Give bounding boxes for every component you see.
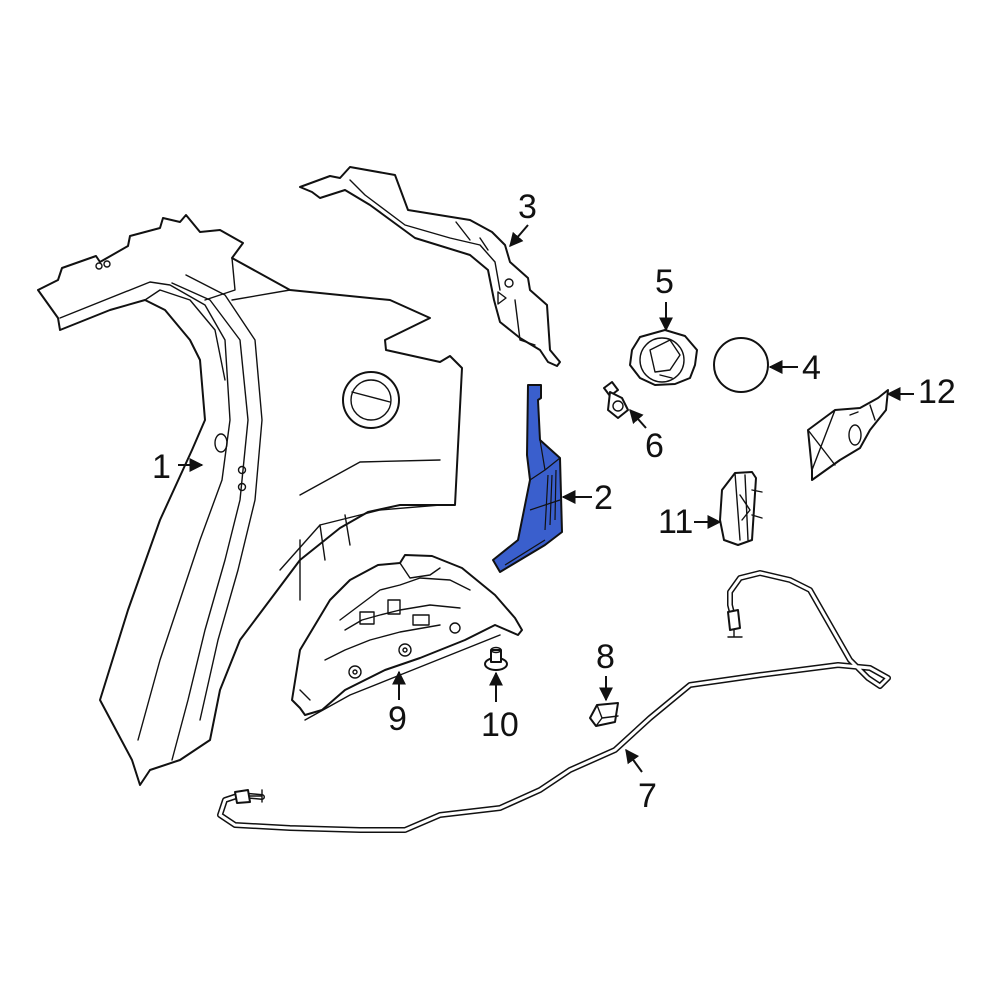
part-2-highlighted-bracket[interactable] xyxy=(492,384,563,573)
part-4-fuel-door[interactable] xyxy=(713,337,769,393)
part-5-fuel-door-housing[interactable] xyxy=(629,329,698,386)
callout-2: 2 xyxy=(594,479,613,517)
leader-3 xyxy=(509,224,529,248)
leader-7 xyxy=(625,748,643,773)
callout-10: 10 xyxy=(481,706,519,744)
callout-7: 7 xyxy=(638,777,657,815)
leader-lines xyxy=(178,224,914,773)
callout-11: 11 xyxy=(658,503,694,541)
part-11-actuator[interactable] xyxy=(719,471,763,546)
part-6-bolt[interactable] xyxy=(603,381,629,419)
callout-1: 1 xyxy=(152,448,171,486)
callout-9: 9 xyxy=(388,700,407,738)
part-10-clip[interactable] xyxy=(484,646,508,671)
part-12-lock-bracket[interactable] xyxy=(807,389,889,481)
callout-5: 5 xyxy=(655,263,674,301)
callout-6: 6 xyxy=(645,427,664,465)
callout-12: 12 xyxy=(918,373,956,411)
callout-4: 4 xyxy=(802,349,821,387)
part-3-upper-reinforcement[interactable] xyxy=(299,166,561,367)
leader-6 xyxy=(629,408,647,429)
part-1-quarter-panel[interactable] xyxy=(37,214,463,786)
part-9-wheelhouse-liner[interactable] xyxy=(291,554,523,721)
callout-3: 3 xyxy=(518,188,537,226)
callout-8: 8 xyxy=(596,638,615,676)
part-8-pad[interactable] xyxy=(589,702,619,727)
part-7-release-cable[interactable] xyxy=(217,570,891,833)
